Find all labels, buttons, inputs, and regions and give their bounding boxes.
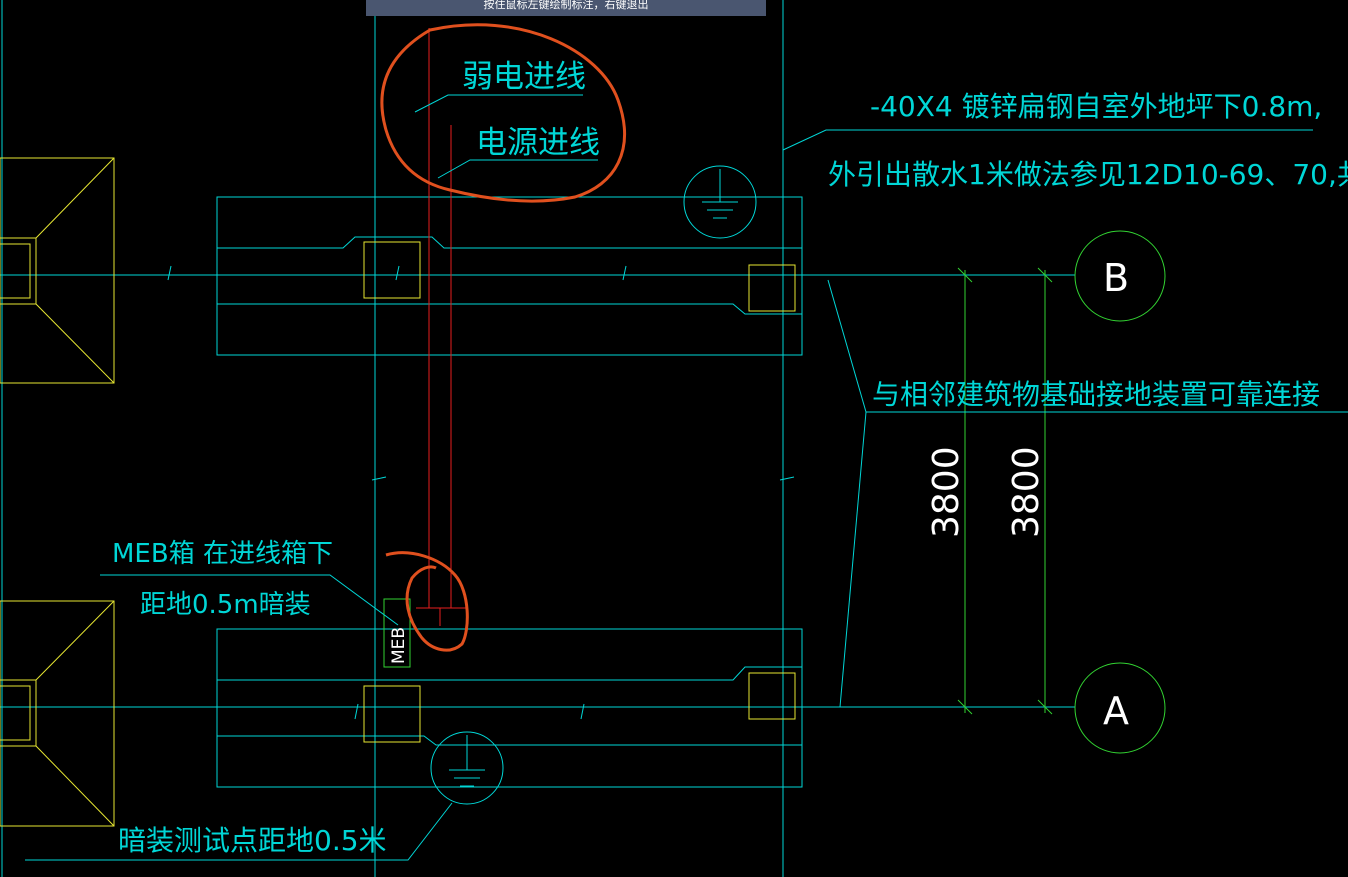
column-upper-right: [748, 264, 796, 312]
footing-lower-left: [0, 600, 115, 827]
grid-axis-a-label: A: [1103, 689, 1129, 733]
annotation-power-inlet: 电源进线: [476, 125, 600, 161]
meb-box[interactable]: [383, 598, 411, 668]
ground-symbol-lower[interactable]: [430, 731, 504, 805]
grid-axis-b-label: B: [1103, 256, 1129, 300]
annotation-meb-line1: MEB箱 在进线箱下: [112, 539, 333, 569]
grid-axis-b-bubble[interactable]: [1074, 230, 1166, 322]
incoming-lines: [416, 28, 466, 626]
grade-beam-lower: [216, 628, 803, 788]
annotation-weak-current-inlet: 弱电进线: [462, 59, 586, 95]
annotation-flat-steel-line1: -40X4 镀锌扁钢自室外地坪下0.8m,: [870, 90, 1322, 123]
column-lower-left: [363, 685, 421, 743]
dimension-text-inner: 3800: [926, 446, 967, 538]
leader-lines: [25, 94, 1348, 861]
markup-circle-meb: [385, 551, 469, 652]
footing-upper-left: [0, 157, 115, 384]
tick-marks: [167, 265, 795, 720]
grade-beam-upper: [216, 196, 803, 356]
annotation-flat-steel-line2: 外引出散水1米做法参见12D10-69、70,共4处: [828, 158, 1348, 191]
annotation-adjacent-connection: 与相邻建筑物基础接地装置可靠连接: [872, 378, 1320, 411]
markup-circle-inlets: [380, 23, 626, 203]
grid-axis-a-bubble[interactable]: [1074, 662, 1166, 754]
ground-symbol-upper[interactable]: [683, 165, 757, 239]
column-upper-left: [363, 241, 421, 299]
dimension-lines: [957, 267, 1053, 715]
tooltip-text: 按住鼠标左键绘制标注，右键退出: [483, 0, 649, 11]
dimension-text-outer: 3800: [1006, 446, 1047, 538]
column-lower-right: [748, 672, 796, 720]
meb-box-label: MEB: [389, 627, 409, 664]
status-tooltip: 按住鼠标左键绘制标注，右键退出: [366, 0, 766, 16]
annotation-meb-line2: 距地0.5m暗装: [140, 590, 311, 620]
annotation-test-point: 暗装测试点距地0.5米: [118, 824, 387, 857]
